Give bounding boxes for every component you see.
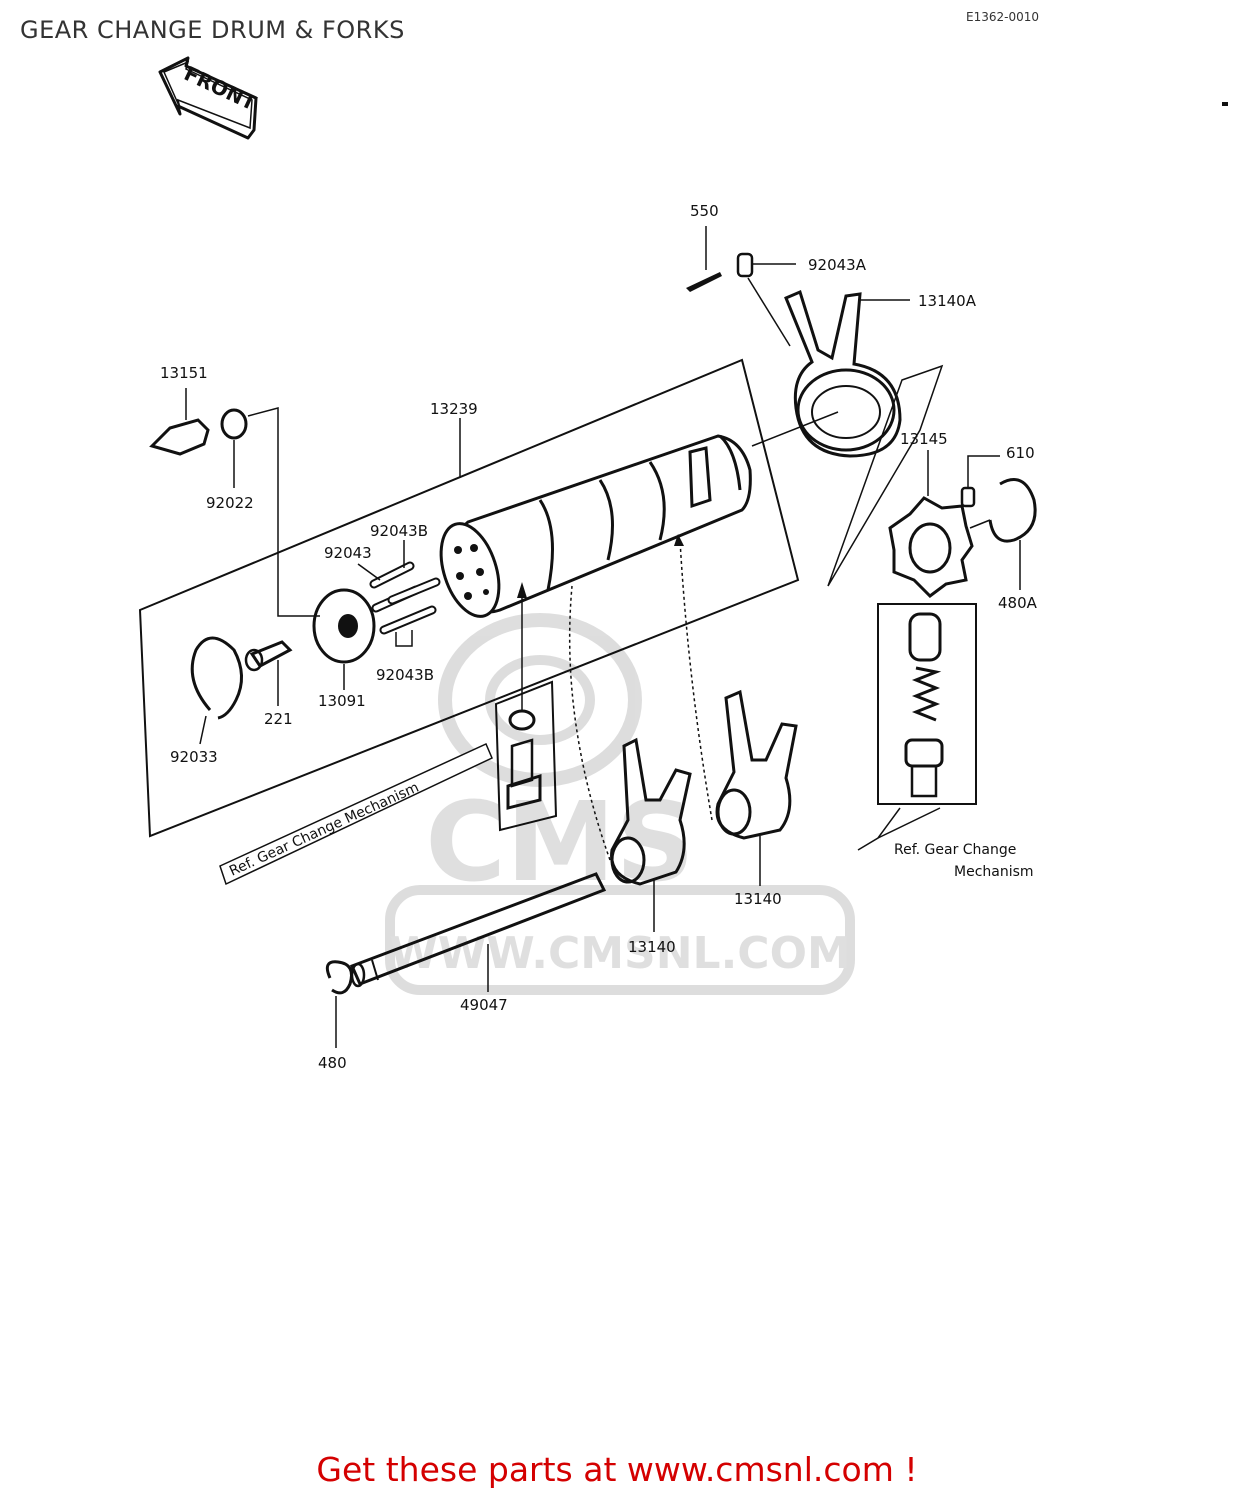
diagram-code: E1362-0010 xyxy=(966,10,1039,24)
pin-610 xyxy=(960,455,1000,508)
washer-92022 xyxy=(220,407,320,617)
label-610: 610 xyxy=(1006,444,1035,462)
label-49047: 49047 xyxy=(460,996,508,1014)
label-13151: 13151 xyxy=(160,364,208,382)
label-13140A: 13140A xyxy=(918,292,977,310)
label-92033: 92033 xyxy=(170,748,218,766)
shift-fork-13140-right xyxy=(715,689,798,886)
label-13239: 13239 xyxy=(430,400,478,418)
label-13091: 13091 xyxy=(318,692,366,710)
shift-fork-13140-left xyxy=(610,737,692,932)
label-13140-left: 13140 xyxy=(628,938,676,956)
label-92043B-top: 92043B xyxy=(370,522,428,540)
scan-speck xyxy=(1222,102,1228,106)
shift-drum xyxy=(439,411,839,618)
circlip-480 xyxy=(325,960,353,1048)
label-480A: 480A xyxy=(998,594,1038,612)
label-92043B-bottom: 92043B xyxy=(376,666,434,684)
front-label: FRONT xyxy=(180,61,260,115)
label-92022: 92022 xyxy=(206,494,254,512)
guide-line-left-fork xyxy=(568,585,611,861)
shift-fork-13140A xyxy=(784,289,902,458)
bolt-221 xyxy=(244,640,293,706)
label-480: 480 xyxy=(318,1054,347,1072)
drum-star-13145 xyxy=(888,450,974,598)
detent-assembly-left xyxy=(494,582,558,832)
label-221: 221 xyxy=(264,710,293,728)
page-title: GEAR CHANGE DRUM & FORKS xyxy=(20,16,405,44)
cam-plate-13091 xyxy=(312,588,376,690)
detent-assembly-right xyxy=(857,603,977,851)
detail-frame xyxy=(827,364,944,587)
watermark: CMS WWW.CMSNL.COM xyxy=(385,613,855,995)
pin-550 xyxy=(686,226,722,292)
circlip-480A xyxy=(969,478,1037,590)
drum-assembly-frame xyxy=(138,358,800,838)
guide-line-right-fork xyxy=(679,539,713,821)
dowel-pins-92043B xyxy=(357,540,441,647)
front-arrow: FRONT xyxy=(158,56,260,140)
label-13140-right: 13140 xyxy=(734,890,782,908)
neutral-switch-13151 xyxy=(149,388,210,456)
footer-link[interactable]: Get these parts at www.cmsnl.com ! xyxy=(316,1450,918,1489)
label-13145: 13145 xyxy=(900,430,948,448)
ref-right-line2: Mechanism xyxy=(954,864,1034,880)
label-550: 550 xyxy=(690,202,719,220)
label-92043: 92043 xyxy=(324,544,372,562)
watermark-url: WWW.CMSNL.COM xyxy=(389,928,851,979)
dowel-pin-92043A xyxy=(736,252,796,347)
ref-right-line1: Ref. Gear Change xyxy=(894,842,1016,858)
label-92043A: 92043A xyxy=(808,256,867,274)
circlip-92033 xyxy=(190,636,243,745)
